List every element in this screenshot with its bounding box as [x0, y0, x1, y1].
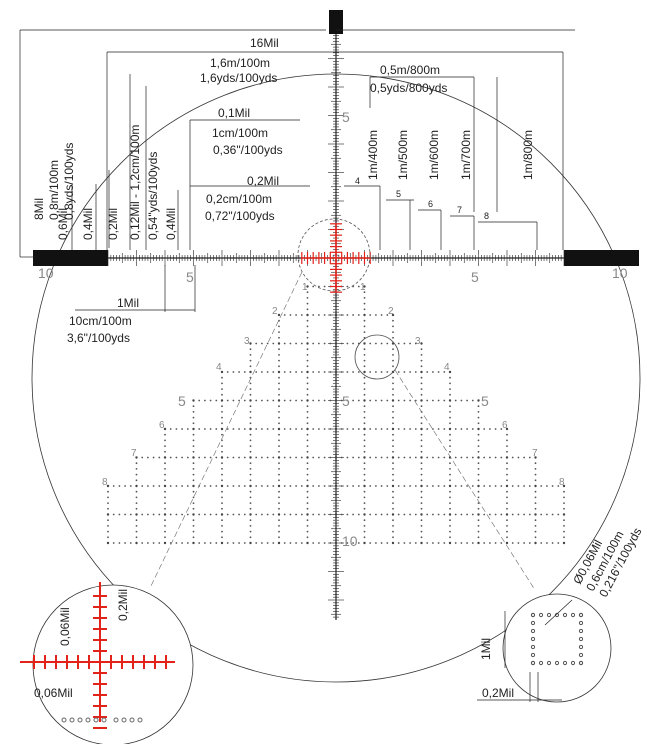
label-1mil-cm: 10cm/100m [69, 314, 132, 328]
label-0-2mil-cm: 0,2cm/100m [206, 192, 272, 206]
v-num-2-r: 2 [388, 306, 394, 317]
v-num-3-l: 3 [244, 336, 250, 347]
v-num-7-l: 7 [131, 448, 137, 459]
label-drop-600: 1m/600m [427, 130, 441, 180]
label-0-1mil-yds: 0,36"/100yds [213, 143, 283, 157]
dim-left-small [71, 74, 310, 250]
label-16mil-m: 1,6m/100m [210, 56, 270, 70]
label-drop-400: 1m/400m [366, 130, 380, 180]
label-drop-700: 1m/700m [459, 130, 473, 180]
v-num-10: 10 [342, 533, 358, 549]
label-drop-500: 1m/500m [396, 130, 410, 180]
label-1mil-yds: 3,6"/100yds [67, 331, 130, 345]
grid-zoom-circle [354, 334, 400, 380]
label-8mil: 8Mil [32, 198, 46, 220]
label-0-4mil-a: 0,4Mil [81, 208, 95, 240]
v-num-4-l: 4 [216, 362, 222, 373]
v-num-6-r: 6 [502, 420, 508, 431]
dim-1mil [75, 265, 196, 312]
dim-16mil [106, 29, 575, 250]
label-0-5yds-800yds: 0,5yds/800yds [370, 81, 447, 95]
label-8mil-m: 0,8m/100m [47, 160, 61, 220]
label-16mil: 16Mil [250, 36, 279, 50]
h-num-10-left: 10 [38, 265, 54, 281]
v-num-2-l: 2 [272, 306, 278, 317]
zoom-connector-right [394, 369, 536, 591]
h-num-10-right: 10 [612, 265, 628, 281]
v-num-5-l: 5 [178, 393, 186, 409]
dim-8mil [19, 29, 326, 258]
dim-right-drops [344, 76, 538, 250]
h-num-5-right: 5 [471, 269, 479, 285]
label-0-2mil-v: 0,2Mil [106, 208, 120, 240]
center-red-crosshair [301, 223, 371, 293]
zoom-left-0-06mil-v: 0,06Mil [58, 607, 72, 646]
label-16mil-yds: 1,6yds/100yds [200, 71, 277, 85]
label-0-4mil-b: 0,4Mil [164, 208, 178, 240]
label-0-1mil: 0,1Mil [218, 106, 250, 120]
holdover-dot-grid [106, 285, 566, 545]
right-post [564, 250, 639, 266]
drop-num-4: 4 [355, 176, 360, 186]
v-num-6-l: 6 [159, 420, 165, 431]
v-num-5-c: 5 [342, 393, 350, 409]
top-post [329, 10, 343, 34]
v-num-1-l: 1 [302, 282, 308, 293]
v-num-7-r: 7 [532, 448, 538, 459]
center-zoom-circle [297, 218, 371, 292]
label-0-2mil: 0,2Mil [247, 174, 279, 188]
v-num-3-r: 3 [415, 336, 421, 347]
v-num-8-r: 8 [559, 477, 565, 488]
v-num-1-r: 1 [360, 282, 366, 293]
drop-num-5: 5 [396, 189, 401, 199]
label-8mil-yds: 0,8yds/100yds [62, 143, 76, 220]
zoom-connector-left [149, 271, 303, 589]
label-0-5m-800m: 0,5m/800m [380, 63, 440, 77]
zoom-left-0-06mil-h: 0,06Mil [34, 686, 73, 700]
label-0-1mil-cm: 1cm/100m [212, 126, 268, 140]
horizontal-ticks [107, 250, 565, 266]
h-num-5-left: 5 [186, 269, 194, 285]
label-0-54yds: 0,54"yds/100yds [146, 152, 160, 240]
v-num-5-r: 5 [481, 393, 489, 409]
label-0-6mil: 0,6Mil [56, 208, 70, 240]
drop-num-7: 7 [457, 205, 462, 215]
left-post [33, 250, 108, 266]
v-num-8-l: 8 [102, 477, 108, 488]
zoom-left [20, 582, 194, 744]
drop-num-6: 6 [428, 199, 433, 209]
label-drop-800: 1m/800m [521, 130, 535, 180]
v-num-4-r: 4 [444, 362, 450, 373]
drop-num-8: 8 [484, 211, 489, 221]
label-0-2mil-yds: 0,72"/100yds [205, 209, 275, 223]
zoom-right-0-2mil: 0,2Mil [482, 686, 514, 700]
zoom-right [477, 593, 612, 703]
v-num-5-top: 5 [342, 109, 350, 125]
label-0-12mil: 0,12Mil - 1,2cm/100m [128, 125, 142, 240]
zoom-left-0-2mil: 0,2Mil [116, 589, 130, 621]
label-1mil: 1Mil [117, 296, 139, 310]
zoom-right-1mil: 1Mil [479, 638, 493, 660]
